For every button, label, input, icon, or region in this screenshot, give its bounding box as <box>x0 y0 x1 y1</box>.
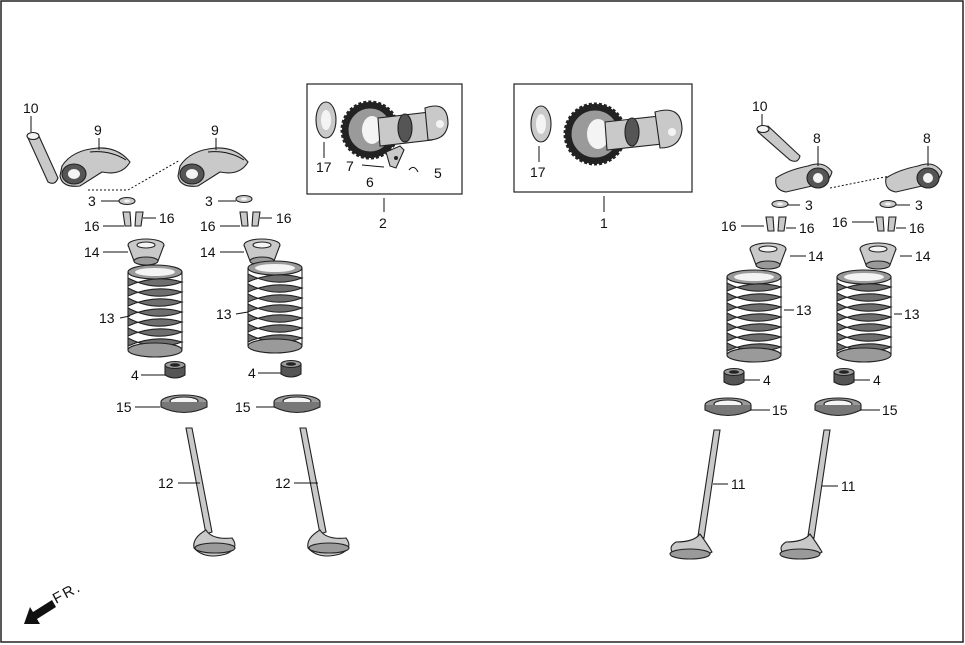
leader-lines <box>30 114 929 487</box>
front-label: FR. <box>50 578 85 607</box>
rocker-arm-left-a <box>59 147 131 187</box>
callout-16-right-a-outer: 16 <box>721 218 737 234</box>
rocker-arm-right-b <box>885 163 943 193</box>
right-valve-train-a <box>669 124 891 560</box>
callout-16-left-b-inner: 16 <box>276 210 292 226</box>
callout-14-left-b: 14 <box>200 244 216 260</box>
callout-labels: 10 9 3 16 16 14 13 4 15 12 9 3 16 16 14 … <box>23 98 931 494</box>
callout-15-left-a: 15 <box>116 399 132 415</box>
callout-12-left-b: 12 <box>275 475 291 491</box>
left-valve-train-b <box>177 147 350 557</box>
callout-2: 2 <box>379 215 387 231</box>
callout-4-left-b: 4 <box>248 365 256 381</box>
callout-16-right-a-inner: 16 <box>799 220 815 236</box>
callout-13-left-a: 13 <box>99 310 115 326</box>
callout-8-right-a: 8 <box>813 130 821 146</box>
callout-3-right-b: 3 <box>915 197 923 213</box>
callout-3-left-a: 3 <box>88 193 96 209</box>
callout-17-box-1: 17 <box>530 164 546 180</box>
callout-7: 7 <box>346 158 354 174</box>
callout-4-left-a: 4 <box>131 367 139 383</box>
callout-15-left-b: 15 <box>235 399 251 415</box>
rocker-arm-left-b <box>177 147 249 187</box>
callout-1: 1 <box>600 215 608 231</box>
callout-6: 6 <box>366 174 374 190</box>
callout-3-right-a: 3 <box>805 197 813 213</box>
callout-4-right-a: 4 <box>763 372 771 388</box>
rocker-shaft-right <box>756 124 801 162</box>
camshaft-box <box>513 83 693 193</box>
callout-16-left-b-outer: 16 <box>200 218 216 234</box>
callout-16-right-b-outer: 16 <box>832 214 848 230</box>
intake-valve-right-a <box>669 429 721 560</box>
rocker-shaft-left <box>26 131 59 184</box>
callout-17-box-2: 17 <box>316 159 332 175</box>
callout-14-left-a: 14 <box>84 244 100 260</box>
callout-16-left-a-inner: 16 <box>159 210 175 226</box>
callout-16-right-b-inner: 16 <box>909 220 925 236</box>
callout-15-right-a: 15 <box>772 402 788 418</box>
callout-13-right-a: 13 <box>796 302 812 318</box>
camshaft-1 <box>530 102 683 166</box>
rocker-arm-right-a <box>775 163 833 193</box>
camshaft-assembly-box <box>306 83 463 195</box>
left-valve-train-a <box>26 131 236 557</box>
callout-9-left-a: 9 <box>94 122 102 138</box>
callout-11-right-a: 11 <box>731 476 746 492</box>
callout-10-left: 10 <box>23 100 39 116</box>
callout-3-left-b: 3 <box>205 193 213 209</box>
exhaust-valve-left-b <box>299 427 350 557</box>
callout-13-right-b: 13 <box>904 306 920 322</box>
exhaust-valve-left-a <box>185 427 236 557</box>
callout-14-right-b: 14 <box>915 248 931 264</box>
callout-9-left-b: 9 <box>211 122 219 138</box>
callout-14-right-a: 14 <box>808 248 824 264</box>
callout-12-left-a: 12 <box>158 475 174 491</box>
callout-16-left-a-outer: 16 <box>84 218 100 234</box>
camshaft-assembly-2 <box>315 100 449 173</box>
callout-11-right-b: 11 <box>841 478 856 494</box>
intake-valve-right-b <box>779 429 831 560</box>
callout-15-right-b: 15 <box>882 402 898 418</box>
front-direction-indicator: FR. <box>24 578 85 624</box>
callout-5: 5 <box>434 165 442 181</box>
callout-4-right-b: 4 <box>873 372 881 388</box>
callout-13-left-b: 13 <box>216 306 232 322</box>
callout-10-right: 10 <box>752 98 768 114</box>
front-arrow-icon <box>24 600 56 624</box>
callout-8-right-b: 8 <box>923 130 931 146</box>
right-valve-train-b <box>779 163 943 560</box>
